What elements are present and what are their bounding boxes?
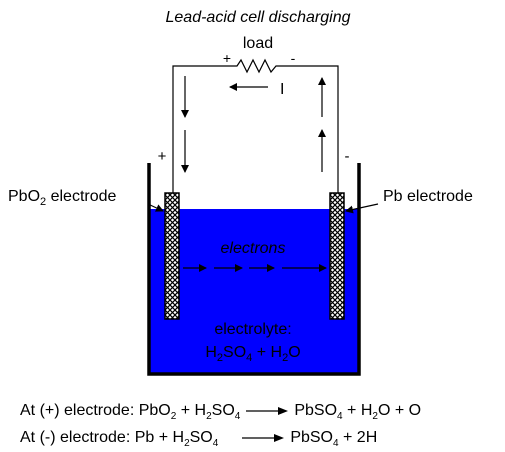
positive-electrode [164,192,180,320]
positive-terminal-sign: + [158,148,167,165]
electrolyte-formula: H2SO4 + H2O [205,344,300,364]
negative-electrode-equation: At (-) electrode: Pb + H2SO4 PbSO4 + 2H [20,429,377,449]
negative-electrode-label: Pb electrode [383,188,473,205]
positive-electrode-equation: At (+) electrode: PbO2 + H2SO4 PbSO4 + H2… [20,402,421,422]
equation-reactants: At (+) electrode: PbO2 + H2SO4 [20,402,241,423]
load-label: load [243,35,273,52]
diagram-title: Lead-acid cell discharging [166,9,351,26]
load-minus-sign: - [291,50,296,66]
negative-electrode [329,192,345,320]
equation-reactants: At (-) electrode: Pb + H2SO4 [20,429,219,450]
load-plus-sign: + [223,50,231,66]
circuit-wire [172,58,339,195]
reaction-arrow [242,433,285,442]
equation-products: PbSO4 + H2O + O [294,402,422,423]
equation-products: PbSO4 + 2H [290,429,378,450]
negative-label-arrow [345,203,379,214]
reaction-arrow [246,406,289,415]
current-label: I [280,81,284,98]
positive-electrode-label: PbO2 electrode [8,188,117,208]
electrolyte-label: electrolyte: [214,321,291,338]
electrons-label: electrons [221,240,286,257]
negative-terminal-sign: - [345,148,350,165]
container [147,163,361,376]
electrolyte [150,209,359,374]
positive-label-arrow [147,203,164,212]
